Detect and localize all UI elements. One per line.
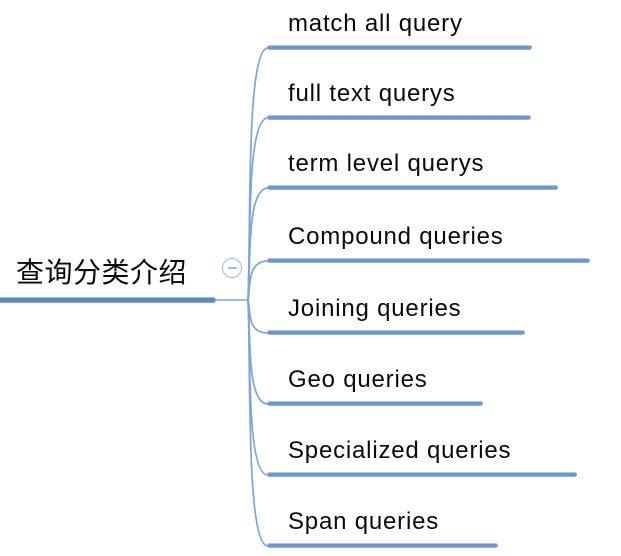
branch-topic-line bbox=[267, 258, 590, 263]
branch-topic-line bbox=[267, 330, 525, 335]
root-topic-label[interactable]: 查询分类介绍 bbox=[16, 257, 188, 288]
branch-topic-label: Geo queries bbox=[288, 366, 428, 393]
branch-topic-line bbox=[267, 401, 483, 406]
branch-topic[interactable]: Span queries bbox=[267, 508, 498, 548]
branch-connector-curve bbox=[247, 299, 269, 547]
branch-topic[interactable]: Specialized queries bbox=[267, 437, 577, 477]
branch-connector-curve bbox=[247, 260, 269, 301]
branch-connector-curve bbox=[247, 299, 269, 334]
branch-topic[interactable]: full text querys bbox=[267, 80, 531, 120]
branch-topic-label: Compound queries bbox=[288, 223, 504, 250]
branch-topic-label: Joining queries bbox=[288, 295, 462, 322]
branch-connector-curve bbox=[247, 299, 269, 405]
branch-topic[interactable]: term level querys bbox=[267, 150, 558, 190]
branch-topic-line bbox=[267, 472, 577, 477]
branch-connector-curve bbox=[247, 117, 269, 301]
minus-icon bbox=[227, 266, 237, 270]
branch-topic-label: match all query bbox=[288, 10, 463, 37]
branch-topic-line bbox=[267, 115, 531, 120]
branch-connector-curve bbox=[247, 299, 269, 476]
branch-topic-label: Specialized queries bbox=[288, 437, 512, 464]
branch-topic[interactable]: Compound queries bbox=[267, 223, 590, 263]
branch-topic[interactable]: Geo queries bbox=[267, 366, 483, 406]
branch-topic-line bbox=[267, 543, 498, 548]
branch-topic-line bbox=[267, 45, 532, 50]
collapse-button[interactable] bbox=[222, 258, 242, 278]
branch-connector-curve bbox=[247, 47, 269, 301]
branch-topic-line bbox=[267, 185, 558, 190]
branch-connector-curve bbox=[247, 187, 269, 301]
branch-topic[interactable]: Joining queries bbox=[267, 295, 525, 335]
branch-topic-label: term level querys bbox=[288, 150, 485, 177]
branch-topic-label: full text querys bbox=[288, 80, 456, 107]
root-topic-line bbox=[0, 297, 216, 303]
branch-topic-label: Span queries bbox=[288, 508, 440, 535]
branch-topic[interactable]: match all query bbox=[267, 10, 532, 50]
